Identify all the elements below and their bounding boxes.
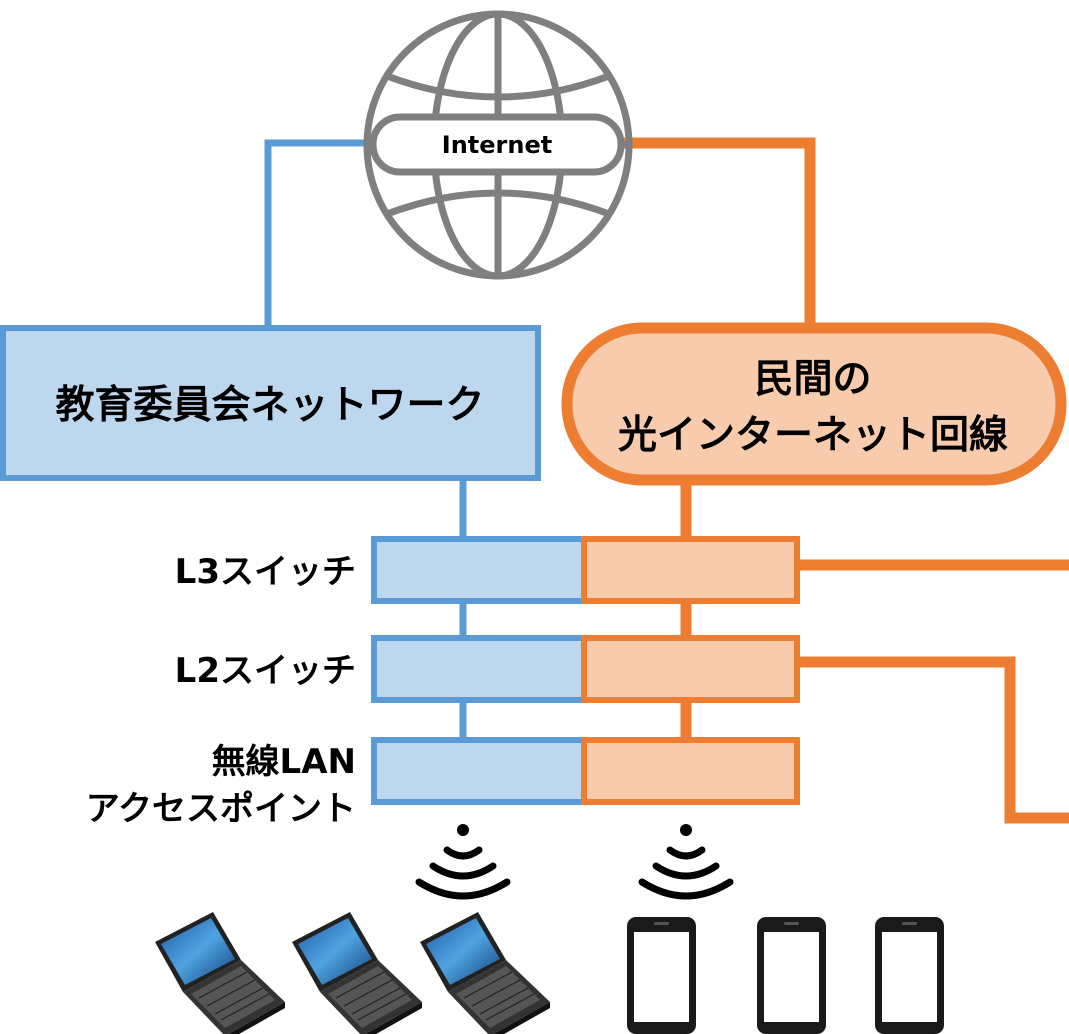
smartphone-icon (757, 917, 826, 1034)
l2-switch (371, 635, 800, 703)
globe-to-private-line (622, 137, 816, 328)
l3-switch-private-half (581, 536, 800, 604)
ap-label-line2: アクセスポイント (86, 789, 356, 829)
laptop-icon (291, 911, 423, 1034)
ap-board-half (371, 737, 587, 805)
globe-to-board-line (264, 139, 378, 328)
ap-private-half (581, 737, 800, 805)
l3-switch (371, 536, 800, 604)
private-network-label-line2: 光インターネット回線 (618, 413, 1008, 458)
board-network-box (0, 325, 541, 481)
ap-label-line1: 無線LAN (212, 742, 356, 782)
l2-switch-label: L2スイッチ (175, 651, 356, 691)
private-network-label-line1: 民間の (754, 357, 871, 402)
l3-switch-board-half (371, 536, 587, 604)
access-point (371, 737, 800, 805)
smartphone-icon (627, 917, 696, 1034)
l2-switch-private-half (581, 635, 800, 703)
smartphone-icon (875, 917, 944, 1034)
wifi-signal-icon (415, 824, 511, 900)
orange-connections (622, 137, 1069, 824)
board-network-label: 教育委員会ネットワーク (55, 383, 484, 428)
laptop-icon (419, 911, 551, 1034)
blue-connections (264, 139, 467, 740)
wifi-signal-icon (638, 824, 734, 900)
private-network-box (561, 322, 1067, 486)
laptop-icon (154, 911, 286, 1034)
l2-branch-line (798, 656, 1069, 824)
internet-label-box (369, 113, 625, 176)
internet-label: Internet (442, 131, 552, 159)
l2-switch-board-half (371, 635, 587, 703)
l3-switch-label: L3スイッチ (175, 552, 356, 592)
